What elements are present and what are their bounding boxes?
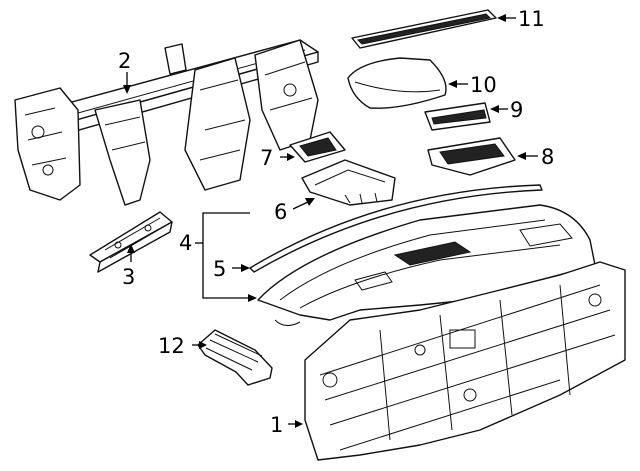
part-8-storage-bin [427, 137, 516, 176]
part-2-crosscar-beam [14, 39, 319, 206]
part-1-carrier-frame [304, 261, 626, 461]
callout-11: 11 [518, 7, 545, 31]
part-12-duct [197, 329, 273, 386]
leader-lines [123, 14, 538, 428]
part-7-bezel [289, 131, 346, 163]
part-6-center-bezel [301, 159, 396, 206]
callout-6: 6 [274, 200, 287, 224]
part-4-instrument-panel-upper [257, 204, 596, 326]
callout-12: 12 [158, 334, 185, 358]
callout-8: 8 [541, 145, 554, 169]
callout-2: 2 [118, 49, 131, 73]
callout-1: 1 [270, 413, 283, 437]
callout-5: 5 [213, 257, 226, 281]
callout-4: 4 [179, 231, 192, 255]
callout-3: 3 [122, 265, 135, 289]
callout-labels: 2 3 4 5 6 7 8 9 10 11 12 1 [118, 7, 554, 437]
callout-10: 10 [470, 73, 497, 97]
part-5-trim-strip [249, 184, 543, 273]
part-9-vent-insert [424, 102, 491, 131]
callout-9: 9 [510, 98, 523, 122]
part-3-bracket [89, 211, 173, 273]
callout-7: 7 [260, 146, 273, 170]
part-10-cover [347, 57, 447, 109]
part-11-defroster-grille [351, 9, 497, 49]
